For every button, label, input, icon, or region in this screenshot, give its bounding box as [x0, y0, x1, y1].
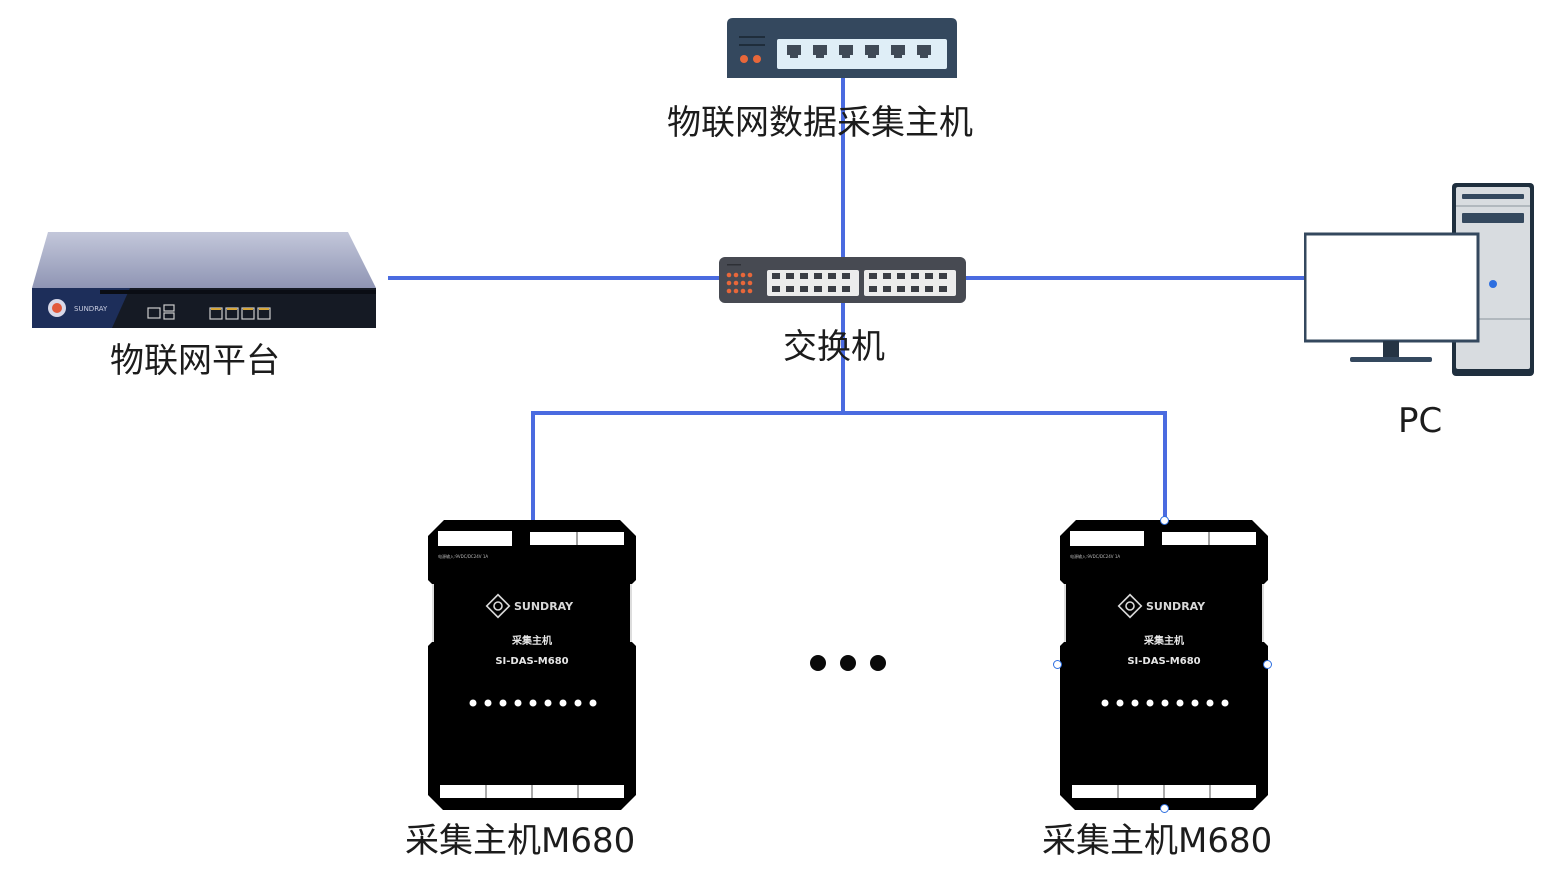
- switch-label: 交换机: [783, 327, 885, 367]
- platform-brand: SUNDRAY: [74, 305, 108, 313]
- more-devices-ellipsis: [810, 655, 886, 671]
- link-switch-m680-b: [843, 411, 1167, 520]
- network-switch-24port-icon[interactable]: [719, 257, 966, 303]
- svg-text:SI-DAS-M680: SI-DAS-M680: [495, 656, 568, 667]
- ellipsis-dot: [840, 655, 856, 671]
- m680-device-b[interactable]: 电源输入:9VDC/DC24V 1A SUNDRAY 采集主机 SI-DAS-M…: [1058, 520, 1270, 810]
- platform-label: 物联网平台: [110, 341, 280, 381]
- link-switch-m680-a: [531, 411, 843, 520]
- selection-handle-bottom[interactable]: [1160, 804, 1169, 813]
- m680-a-label: 采集主机M680: [405, 821, 636, 861]
- svg-text:SI-DAS-M680: SI-DAS-M680: [1127, 656, 1200, 667]
- m680-body: 电源输入:9VDC/DC24V 1A SUNDRAY 采集主机 SI-DAS-M…: [428, 520, 636, 810]
- selection-handle-top[interactable]: [1160, 516, 1169, 525]
- svg-text:SUNDRAY: SUNDRAY: [514, 600, 574, 613]
- selection-handle-left[interactable]: [1053, 660, 1062, 669]
- network-switch-6port-icon[interactable]: [727, 18, 957, 78]
- svg-text:采集主机: 采集主机: [1143, 634, 1184, 647]
- collector-host-label: 物联网数据采集主机: [667, 103, 973, 143]
- ellipsis-dot: [810, 655, 826, 671]
- m680-name: 采集主机: [511, 634, 552, 647]
- svg-text:电源输入:9VDC/DC24V 1A: 电源输入:9VDC/DC24V 1A: [1070, 553, 1120, 559]
- m680-b-label: 采集主机M680: [1042, 821, 1273, 861]
- desktop-computer-icon[interactable]: [1304, 181, 1538, 379]
- pc-label: PC: [1398, 401, 1443, 441]
- selection-handle-right[interactable]: [1263, 660, 1272, 669]
- svg-text:SUNDRAY: SUNDRAY: [1146, 600, 1206, 613]
- rack-server-appliance-icon[interactable]: SUNDRAY: [30, 228, 378, 330]
- m680-device-a[interactable]: 电源输入:9VDC/DC24V 1A SUNDRAY 采集主机 SI-DAS-M…: [426, 520, 638, 810]
- m680-body: 电源输入:9VDC/DC24V 1A SUNDRAY 采集主机 SI-DAS-M…: [1060, 520, 1268, 810]
- ellipsis-dot: [870, 655, 886, 671]
- svg-text:电源输入:9VDC/DC24V 1A: 电源输入:9VDC/DC24V 1A: [438, 553, 488, 559]
